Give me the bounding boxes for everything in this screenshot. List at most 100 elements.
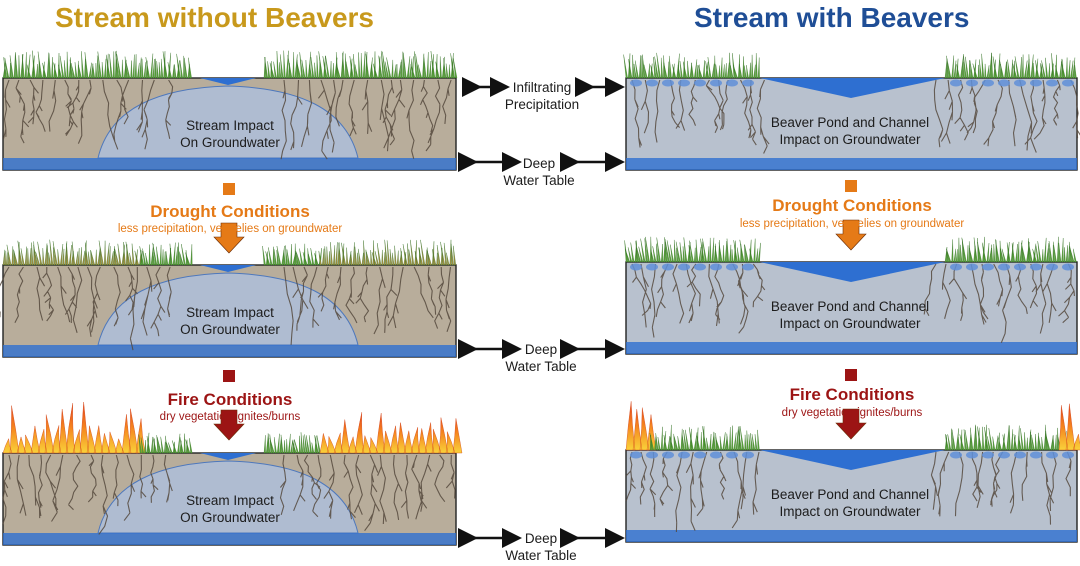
root-system	[0, 266, 172, 351]
right-fire-title: Fire Conditions	[789, 385, 915, 404]
soil-moisture	[726, 263, 738, 271]
right-fire-arrow	[835, 408, 867, 440]
deep-line1: Deep	[522, 156, 556, 171]
deep-line2: Water Table	[505, 359, 577, 374]
stream-impact-line1: Stream Impact	[186, 493, 274, 508]
beaver-impact-line1: Beaver Pond and Channel	[770, 487, 930, 502]
soil-moisture	[966, 451, 978, 459]
right-stream-panel	[624, 236, 1078, 355]
soil-moisture	[1014, 263, 1026, 271]
root-system	[283, 266, 452, 345]
soil-moisture	[1046, 451, 1058, 459]
soil-moisture	[998, 79, 1010, 87]
soil-moisture	[982, 451, 994, 459]
soil-moisture	[678, 451, 690, 459]
left-stream-panel	[2, 50, 458, 171]
left-stream-panel	[0, 239, 457, 358]
right-drought-subtitle: less precipitation, veg relies on ground…	[739, 218, 965, 230]
grass-blades	[138, 432, 193, 454]
deep-water-table	[626, 158, 1077, 170]
stream-channel	[200, 78, 256, 85]
soil-moisture	[1030, 451, 1042, 459]
soil-moisture	[726, 79, 738, 87]
stream-channel	[200, 265, 256, 272]
deep-water-table	[3, 533, 456, 545]
beaver-pond	[760, 262, 945, 282]
soil-moisture	[646, 79, 658, 87]
deep-water-table	[626, 530, 1077, 542]
soil-moisture	[998, 451, 1010, 459]
soil-moisture	[694, 451, 706, 459]
grass-blades	[944, 236, 1077, 263]
soil-moisture	[1046, 263, 1058, 271]
stream-impact-line2: On Groundwater	[180, 135, 280, 150]
beaver-impact-line1: Beaver Pond and Channel	[770, 115, 930, 130]
soil-moisture	[950, 79, 962, 87]
soil-moisture	[710, 79, 722, 87]
groundwater-mound	[97, 85, 359, 159]
groundwater-mound	[97, 460, 359, 534]
stream-impact-line1: Stream Impact	[186, 118, 274, 133]
deep-water-table-label-2: Deep Water Table	[481, 341, 601, 375]
soil-moisture	[694, 263, 706, 271]
deep-water-table-label-1: Deep Water Table	[479, 155, 599, 189]
right-drought-square	[845, 180, 857, 192]
left-fire-arrow	[213, 409, 245, 441]
deep-line2: Water Table	[505, 548, 577, 563]
grass-blades	[649, 424, 760, 451]
soil-moisture	[662, 451, 674, 459]
left-fire-subtitle: dry vegetation ignites/burns	[159, 411, 301, 423]
right-panel-3-label: Beaver Pond and Channel Impact on Ground…	[740, 486, 960, 520]
grass-blades	[262, 243, 322, 266]
fire-flames	[2, 402, 146, 454]
soil-moisture	[1030, 79, 1042, 87]
soil-moisture	[1062, 451, 1074, 459]
soil-moisture	[678, 79, 690, 87]
beaver-pond	[760, 78, 945, 98]
soil-moisture	[694, 79, 706, 87]
soil-moisture	[1046, 79, 1058, 87]
soil-moisture	[710, 451, 722, 459]
right-stream-panel	[623, 52, 1080, 171]
soil-moisture	[950, 263, 962, 271]
left-panel-3-label: Stream Impact On Groundwater	[130, 492, 330, 526]
root-system	[930, 451, 1072, 525]
beaver-impact-line2: Impact on Groundwater	[779, 504, 921, 519]
left-panel-1-label: Stream Impact On Groundwater	[130, 117, 330, 151]
beaver-impact-line2: Impact on Groundwater	[779, 132, 921, 147]
soil-moisture	[1014, 451, 1026, 459]
deep-water-table	[3, 345, 456, 357]
soil-moisture	[678, 263, 690, 271]
grass-blades	[944, 424, 1069, 451]
right-panel-2-label: Beaver Pond and Channel Impact on Ground…	[740, 298, 960, 332]
deep-water-table	[3, 158, 456, 170]
title-stream-with-beavers: Stream with Beavers	[694, 2, 970, 33]
soil-moisture	[998, 263, 1010, 271]
soil-moisture	[662, 263, 674, 271]
deep-line2: Water Table	[503, 173, 575, 188]
root-system	[279, 454, 456, 532]
grass-blades	[139, 242, 193, 266]
stream-impact-line1: Stream Impact	[186, 305, 274, 320]
soil-moisture	[966, 79, 978, 87]
infiltrating-line1: Infiltrating	[512, 80, 572, 95]
grass-blades	[2, 239, 142, 266]
deep-line1: Deep	[524, 342, 558, 357]
right-panel-1-label: Beaver Pond and Channel Impact on Ground…	[740, 114, 960, 148]
soil-moisture	[710, 263, 722, 271]
left-panel-2-label: Stream Impact On Groundwater	[130, 304, 330, 338]
stream-impact-line2: On Groundwater	[180, 322, 280, 337]
left-drought-subtitle: less precipitation, veg relies on ground…	[117, 223, 343, 235]
soil-moisture	[742, 79, 754, 87]
deep-water-table	[626, 342, 1077, 354]
soil-moisture	[982, 263, 994, 271]
root-system	[280, 79, 452, 160]
soil-moisture	[1030, 263, 1042, 271]
left-drought-title: Drought Conditions	[150, 202, 310, 221]
soil-moisture	[1062, 79, 1074, 87]
root-system	[2, 79, 174, 150]
right-drought-arrow	[835, 219, 867, 251]
root-system	[631, 263, 766, 338]
fire-flames	[625, 401, 657, 451]
